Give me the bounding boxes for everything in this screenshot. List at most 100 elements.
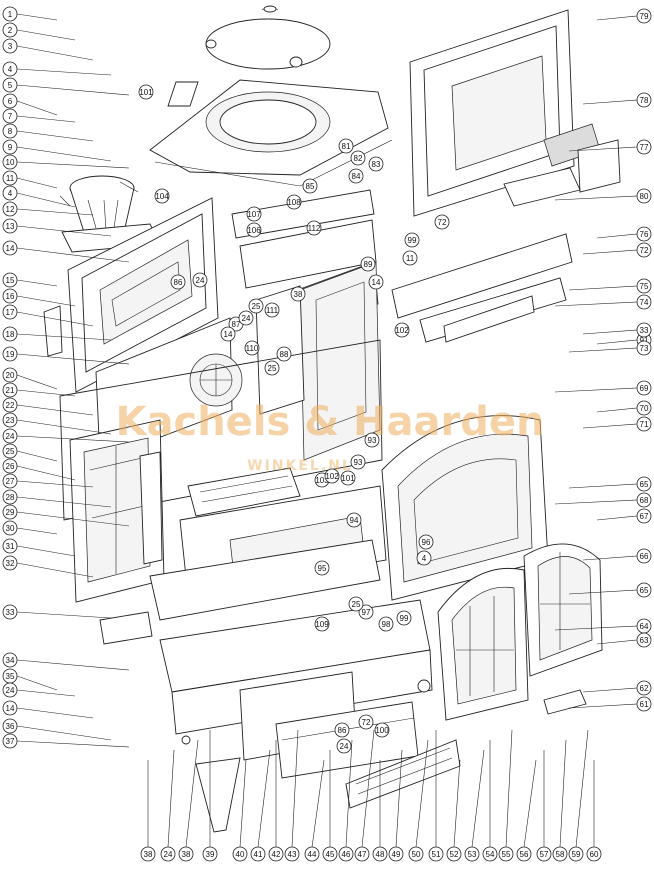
svg-text:101: 101 [341,474,355,483]
top-lid [205,5,331,70]
callout-right: 67 [636,508,652,524]
callout-right: 65 [636,582,652,598]
svg-text:73: 73 [640,344,649,353]
callout-inner: 86 [170,274,186,290]
callout-bottom: 50 [408,846,424,862]
leader-line [568,483,638,489]
svg-text:41: 41 [254,850,263,859]
callout-bottom: 39 [202,846,218,862]
svg-text:110: 110 [246,344,259,353]
svg-text:42: 42 [272,850,281,859]
callout-right: 78 [636,92,652,108]
callout-inner: 72 [358,714,374,730]
leader-line [16,311,94,327]
svg-text:91: 91 [640,336,649,345]
leader-line [311,759,325,848]
svg-text:99: 99 [400,614,409,623]
leader-line [16,177,58,189]
callout-inner: 86 [334,722,350,738]
leader-line [16,295,76,307]
callout-left: 31 [2,538,18,554]
callout-inner: 108 [286,194,302,210]
svg-text:8: 8 [8,127,13,136]
callout-right: 69 [636,380,652,396]
callout-left: 4 [2,61,18,77]
callout-inner: 97 [358,604,374,620]
leader-line [361,729,375,848]
leader-line [395,749,403,848]
leader-line [239,759,247,848]
svg-text:65: 65 [640,480,649,489]
svg-text:40: 40 [236,850,245,859]
firebrick-set [409,9,621,217]
callout-left: 10 [2,154,18,170]
callout-inner: 24 [336,738,352,754]
callout-left: 18 [2,326,18,342]
svg-text:24: 24 [6,432,15,441]
leader-line [16,192,76,208]
callout-inner: 106 [246,222,262,238]
callout-bottom: 53 [464,846,480,862]
callout-left: 1 [2,6,18,22]
leader-line [16,279,58,287]
callout-left: 36 [2,718,18,734]
svg-text:53: 53 [468,850,477,859]
callout-left: 24 [2,428,18,444]
watermark: Kachels & Haarden WINKEL.NL [116,399,545,474]
leader-line [16,659,130,671]
callout-inner: 24 [238,310,254,326]
svg-text:66: 66 [640,552,649,561]
callout-inner: 99 [396,610,412,626]
callout-inner: 93 [364,432,380,448]
callout-right: 75 [636,278,652,294]
callout-inner: 82 [350,150,366,166]
svg-text:9: 9 [8,143,13,152]
leader-line [596,233,638,239]
leader-line [16,161,130,169]
svg-text:25: 25 [252,302,261,311]
svg-text:4: 4 [8,65,13,74]
svg-text:98: 98 [382,620,391,629]
front-doors [437,543,603,721]
callout-inner: 99 [404,232,420,248]
svg-text:71: 71 [640,420,649,429]
svg-text:45: 45 [326,850,335,859]
svg-text:74: 74 [640,298,649,307]
leader-line [568,347,638,353]
leader-lines [16,13,638,848]
leader-line [471,749,485,848]
leader-line [16,247,130,263]
watermark-sub: WINKEL.NL [247,458,353,474]
leader-line [16,707,94,719]
leader-line [596,407,638,413]
svg-text:19: 19 [6,350,15,359]
callout-left: 29 [2,504,18,520]
callout-bottom: 38 [140,846,156,862]
leader-line [16,389,76,397]
callout-bottom: 56 [516,846,532,862]
leader-line [582,329,638,335]
callout-bottom: 47 [354,846,370,862]
svg-text:14: 14 [224,330,233,339]
svg-text:17: 17 [6,308,15,317]
leader-line [16,562,94,578]
callout-bottom: 55 [498,846,514,862]
svg-text:51: 51 [432,850,441,859]
svg-text:88: 88 [280,350,289,359]
leader-line [16,419,112,435]
svg-text:94: 94 [350,516,359,525]
svg-text:84: 84 [352,172,361,181]
callout-inner: 102 [324,468,340,484]
callout-inner: 84 [348,168,364,184]
svg-text:102: 102 [325,472,339,481]
svg-text:102: 102 [395,326,409,335]
callout-left: 4 [2,185,18,201]
leader-line [523,759,537,848]
small-parts [59,181,587,833]
callout-right: 71 [636,416,652,432]
svg-text:63: 63 [640,636,649,645]
svg-text:101: 101 [139,88,153,97]
svg-text:24: 24 [196,276,205,285]
callout-bottom: 44 [304,846,320,862]
leader-line [16,146,112,162]
